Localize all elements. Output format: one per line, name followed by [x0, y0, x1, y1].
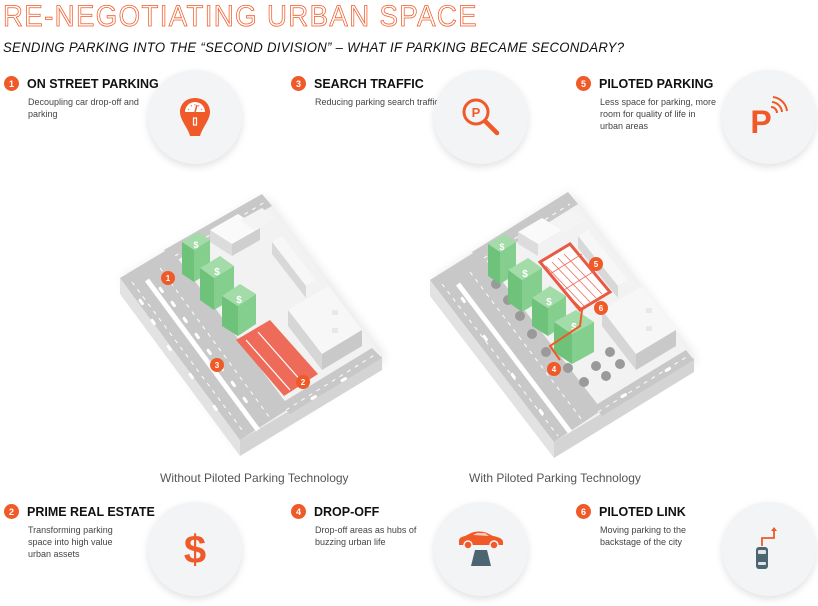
page-title: RE-NEGOTIATING URBAN SPACE — [3, 0, 478, 33]
feature-label: ON STREET PARKING — [27, 76, 159, 91]
feature-label: SEARCH TRAFFIC — [314, 76, 424, 91]
feature-piloted-parking: 5 PILOTED PARKING Less space for parking… — [576, 76, 736, 132]
dollar-icon: $ — [184, 528, 206, 571]
marker-5: 5 — [589, 257, 603, 271]
feature-label: PILOTED PARKING — [599, 76, 714, 91]
feature-drop-off: 4 DROP-OFF Drop-off areas as hubs of buz… — [291, 504, 441, 548]
svg-text:P: P — [472, 105, 481, 120]
marker-6: 6 — [594, 301, 608, 315]
number-badge: 6 — [576, 504, 591, 519]
feature-on-street-parking: 1 ON STREET PARKING Decoupling car drop-… — [4, 76, 159, 120]
icon-circle-parking-search: P — [434, 70, 528, 164]
caption-with-piloted: With Piloted Parking Technology — [469, 471, 641, 485]
icon-circle-dollar: $ — [148, 502, 242, 596]
svg-text:6: 6 — [599, 304, 604, 313]
icon-circle-wireless-parking: P — [722, 70, 816, 164]
svg-text:$: $ — [214, 267, 220, 278]
wireless-parking-icon: P — [750, 96, 788, 139]
diagram-without-piloted-parking: $ $ $ 1 3 2 — [100, 170, 400, 470]
car-platform-icon — [459, 531, 503, 566]
number-badge: 4 — [291, 504, 306, 519]
svg-text:$: $ — [499, 242, 504, 252]
feature-description: Decoupling car drop-off and parking — [28, 97, 139, 119]
page-subtitle: SENDING PARKING INTO THE “SECOND DIVISIO… — [3, 39, 625, 55]
feature-description: Reducing parking search traffic — [315, 97, 439, 107]
svg-text:$: $ — [193, 240, 198, 250]
svg-text:2: 2 — [301, 378, 306, 387]
number-badge: 1 — [4, 76, 19, 91]
marker-2: 2 — [296, 375, 310, 389]
svg-text:$: $ — [236, 295, 242, 306]
icon-circle-parking-meter — [148, 70, 242, 164]
isometric-city-block-right: $ $ $ $ 5 6 — [430, 192, 696, 458]
number-badge: 3 — [291, 76, 306, 91]
marker-1: 1 — [161, 271, 175, 285]
car-route-icon — [756, 527, 777, 569]
feature-label: DROP-OFF — [314, 504, 380, 519]
caption-without-piloted: Without Piloted Parking Technology — [160, 471, 349, 485]
feature-piloted-link: 6 PILOTED LINK Moving parking to the bac… — [576, 504, 726, 548]
number-badge: 2 — [4, 504, 19, 519]
feature-description: Less space for parking, more room for qu… — [600, 97, 717, 131]
svg-text:4: 4 — [552, 365, 557, 374]
parking-search-icon: P — [462, 98, 500, 136]
svg-text:$: $ — [184, 528, 206, 571]
marker-3: 3 — [210, 358, 224, 372]
diagram-with-piloted-parking: $ $ $ $ 5 6 — [420, 170, 720, 470]
svg-text:$: $ — [522, 269, 528, 280]
svg-text:3: 3 — [215, 361, 220, 370]
feature-label: PILOTED LINK — [599, 504, 686, 519]
feature-description: Transforming parking space into high val… — [28, 525, 113, 559]
feature-description: Drop-off areas as hubs of buzzing urban … — [315, 525, 417, 547]
svg-text:5: 5 — [594, 260, 599, 269]
feature-label: PRIME REAL ESTATE — [27, 504, 155, 519]
marker-4: 4 — [547, 362, 561, 376]
number-badge: 5 — [576, 76, 591, 91]
feature-search-traffic: 3 SEARCH TRAFFIC Reducing parking search… — [291, 76, 451, 108]
svg-text:$: $ — [546, 297, 552, 308]
icon-circle-car-route — [722, 502, 816, 596]
feature-description: Moving parking to the backstage of the c… — [600, 525, 687, 547]
svg-text:1: 1 — [166, 274, 171, 283]
parking-meter-icon — [180, 98, 210, 136]
svg-text:P: P — [750, 104, 771, 139]
svg-text:$: $ — [571, 322, 577, 333]
feature-prime-real-estate: 2 PRIME REAL ESTATE Transforming parking… — [4, 504, 155, 560]
icon-circle-car-platform — [434, 502, 528, 596]
isometric-city-block-left: $ $ $ 1 3 2 — [120, 194, 385, 456]
